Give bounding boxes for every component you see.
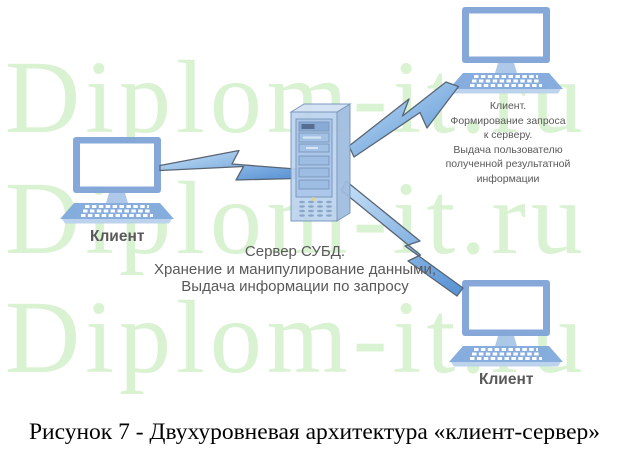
figure-caption: Рисунок 7 - Двухуровневая архитектура «к…: [28, 419, 601, 445]
client-caption-line: полученной результатной: [445, 158, 571, 171]
lightning-bolt-icon-left: [159, 149, 297, 181]
client-caption-line: к серверу.: [483, 129, 533, 142]
client-top-right-computer: [447, 5, 565, 95]
server-vents: [299, 200, 332, 217]
server-caption-line: Выдача информации по запросу: [181, 278, 409, 296]
client-bottom-right-label: Клиент: [479, 371, 534, 388]
server-caption-line: Хранение и манипулирование данными,: [153, 260, 437, 278]
server-tower-icon: [289, 103, 352, 222]
server-caption-line: Сервер СУБД.: [244, 243, 346, 260]
client-caption-line: Выдача пользователю: [453, 143, 563, 156]
client-caption-line: информации: [476, 172, 540, 185]
client-left-label: Клиент: [90, 228, 145, 245]
server-caption: Сервер СУБД. Хранение и манипулирование …: [115, 243, 475, 296]
client-left-computer: [58, 135, 176, 225]
client-caption-line: Формирование запроса: [450, 114, 566, 127]
server-power-led: [311, 197, 316, 201]
client-top-right-caption: Клиент. Формирование запроса к серверу. …: [428, 99, 588, 187]
lightning-bolt-icon-bottom-right: [340, 180, 464, 297]
client-caption-line: Клиент.: [489, 100, 527, 112]
lightning-bolt-icon-top-right: [348, 81, 460, 158]
